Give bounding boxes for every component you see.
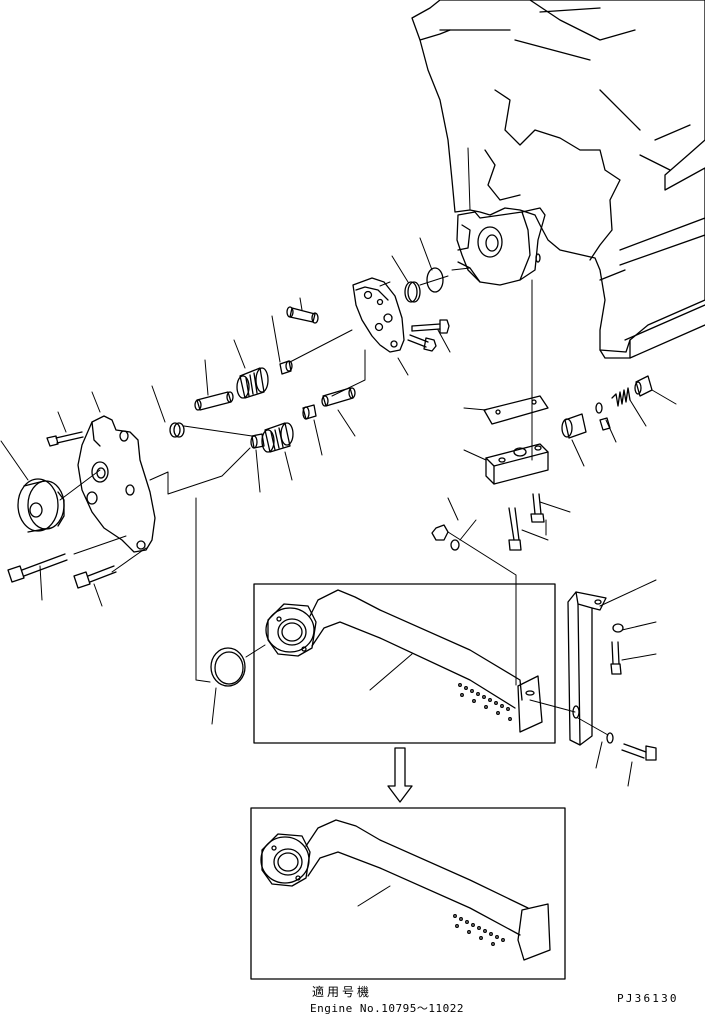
seal-ring [405, 282, 420, 302]
detail-frame-current [254, 584, 555, 743]
bushing-3 [303, 405, 316, 419]
gasket-flange [484, 396, 548, 424]
oil-pump-body [353, 278, 404, 352]
detail-frame-new [251, 808, 565, 979]
pump-cover [78, 416, 155, 552]
transition-arrow [388, 748, 412, 802]
o-ring-lower [211, 648, 245, 686]
bushing-upper [280, 361, 292, 374]
bolt-pump-body [412, 320, 449, 333]
valve-body [486, 444, 548, 484]
nut [432, 525, 448, 540]
bolt-valve-2 [531, 494, 544, 522]
valve-washer [596, 403, 602, 413]
bolt-cover-2 [8, 554, 67, 582]
bolt-bracket-2 [622, 744, 656, 760]
gear-lower [262, 423, 293, 452]
valve-pin [600, 418, 610, 430]
suction-pipe-new [261, 820, 550, 960]
connection-lines [60, 268, 608, 735]
washer-bracket-1 [613, 624, 623, 632]
gear-upper [237, 368, 268, 398]
engine-block [412, 0, 705, 358]
bushing-2 [251, 434, 264, 448]
bolt-valve-1 [509, 508, 521, 550]
valve-plug [635, 376, 652, 396]
valve-spool [562, 414, 586, 438]
suction-pipe-current [266, 590, 542, 732]
shaft-drive [195, 392, 233, 410]
leader-lines [1, 148, 676, 906]
bolt-pump-body-2 [408, 335, 436, 351]
applicable-machines-label: 適用号機 [312, 985, 373, 999]
bushing-1 [170, 423, 184, 437]
drawing-code: PJ36130 [617, 992, 679, 1005]
crank-gear [18, 479, 64, 532]
valve-spring [612, 388, 630, 406]
washer-bracket-2 [607, 733, 613, 743]
washer [451, 540, 459, 550]
bolt-cover-3 [74, 566, 116, 588]
shaft-upper [287, 307, 318, 323]
o-ring-upper [427, 268, 443, 292]
pipe-bracket [568, 592, 606, 745]
engine-serial-range: Engine No.10795〜11022 [310, 1002, 464, 1015]
shaft-lower [322, 388, 355, 406]
pump-mount-boss [457, 208, 545, 285]
bolt-cover-1 [47, 432, 83, 446]
bolt-bracket-1 [611, 642, 621, 674]
